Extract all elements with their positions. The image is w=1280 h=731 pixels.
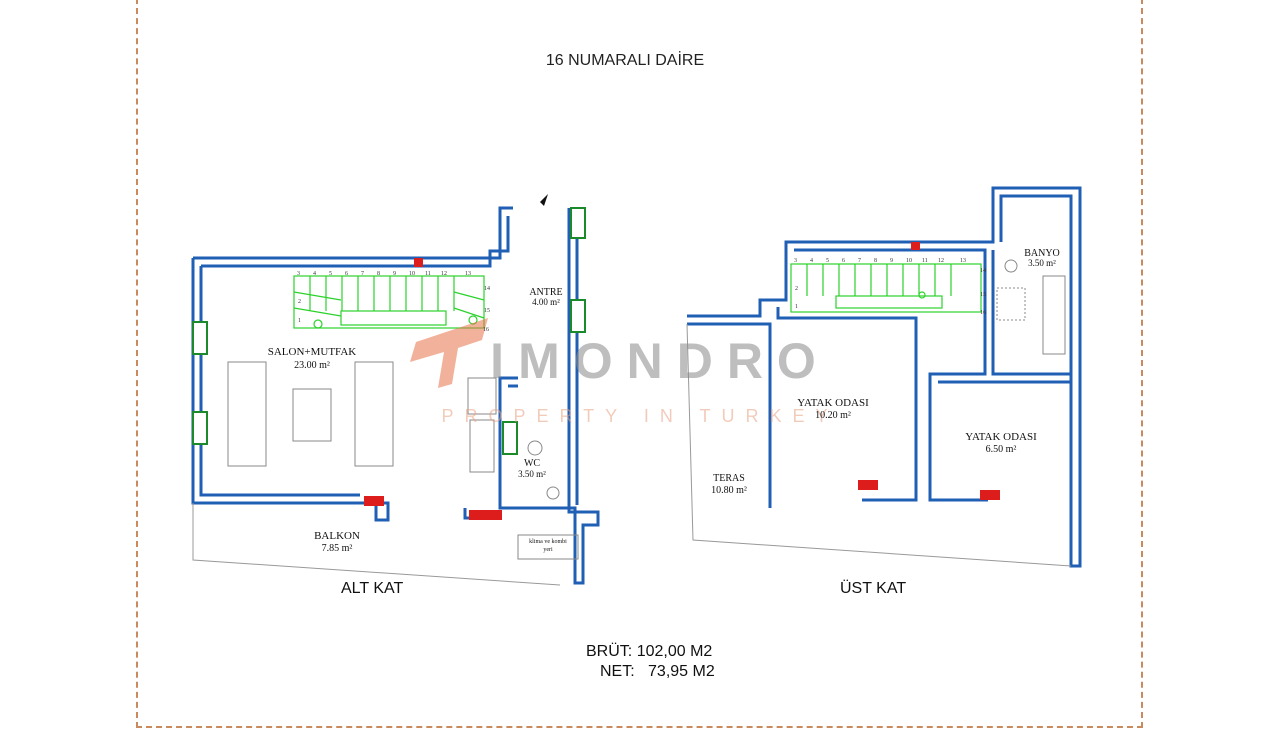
alt-kat-inner-walls <box>199 216 579 520</box>
alt-kat-plan <box>191 206 600 586</box>
svg-text:13: 13 <box>465 271 471 277</box>
svg-text:16: 16 <box>483 327 489 333</box>
alt-kat-vents <box>364 258 502 520</box>
svg-text:10: 10 <box>409 271 415 277</box>
svg-text:3: 3 <box>794 258 797 264</box>
watermark-logo-icon <box>410 318 488 388</box>
window <box>192 321 208 355</box>
svg-text:6: 6 <box>842 258 845 264</box>
svg-text:11: 11 <box>425 271 431 277</box>
room-area-yatak-odasi-2: 6.50 m² <box>986 444 1017 455</box>
svg-text:2: 2 <box>298 299 301 305</box>
alt-kat-stairs <box>293 275 485 329</box>
svg-text:2: 2 <box>795 286 798 292</box>
alt-kat-furniture <box>227 361 579 560</box>
svg-text:9: 9 <box>393 271 396 277</box>
watermark-tagline: PROPERTY IN TURKEY <box>441 406 838 426</box>
svg-text:13: 13 <box>960 258 966 264</box>
svg-text:15: 15 <box>484 308 490 314</box>
room-area-balkon: 7.85 m² <box>322 543 353 554</box>
svg-text:6: 6 <box>345 271 348 277</box>
alt-kat-walls <box>191 206 600 585</box>
svg-text:5: 5 <box>826 258 829 264</box>
room-name-wc: WC <box>524 458 540 469</box>
svg-text:3: 3 <box>297 271 300 277</box>
area-summary: BRÜT: 102,00 M2 NET: 73,95 M2 <box>586 642 715 682</box>
svg-text:1: 1 <box>795 304 798 310</box>
page-title: 16 NUMARALI DAİRE <box>545 52 705 69</box>
floor-label-ust-kat: ÜST KAT <box>840 580 907 597</box>
room-area-yatak-odasi-1: 10.20 m² <box>815 410 851 421</box>
drawing-frame <box>136 0 1143 728</box>
watermark: IMONDRO PROPERTY IN TURKEY <box>410 318 838 426</box>
net-value: 73,95 M2 <box>648 663 715 680</box>
brut-label: BRÜT: <box>586 643 633 660</box>
room-name-antre: ANTRE <box>529 287 562 298</box>
svg-text:11: 11 <box>922 258 928 264</box>
alt-kat-stair-numbers: 1 2 3 4 5 6 7 8 9 10 11 12 13 14 15 16 <box>297 271 490 333</box>
ust-kat-walls <box>687 186 1082 568</box>
ust-kat-stair-numbers: 1 2 3 4 5 6 7 8 9 10 11 12 13 14 15 16 <box>794 258 986 316</box>
room-name-banyo: BANYO <box>1024 248 1060 259</box>
room-name-yatak-odasi-1: YATAK ODASI <box>797 397 869 409</box>
ust-kat-vents <box>858 242 1000 500</box>
room-name-balkon: BALKON <box>314 530 360 542</box>
window <box>192 411 208 445</box>
brut-value: 102,00 M2 <box>636 643 713 660</box>
room-area-banyo: 3.50 m² <box>1028 258 1056 268</box>
svg-text:14: 14 <box>980 268 986 274</box>
window <box>502 421 518 455</box>
svg-text:14: 14 <box>484 286 490 292</box>
window <box>570 207 586 239</box>
svg-text:8: 8 <box>377 271 380 277</box>
svg-text:12: 12 <box>938 258 944 264</box>
ust-kat-stairs <box>790 263 982 313</box>
balkon-outline <box>192 503 561 586</box>
svg-text:10: 10 <box>906 258 912 264</box>
ust-kat-fixtures <box>996 259 1066 355</box>
svg-text:4: 4 <box>313 271 316 277</box>
svg-text:15: 15 <box>980 292 986 298</box>
floor-label-alt-kat: ALT KAT <box>341 580 404 597</box>
north-arrow-icon <box>540 194 548 206</box>
ust-kat-plan <box>686 186 1082 568</box>
svg-text:16: 16 <box>980 310 986 316</box>
room-area-teras: 10.80 m² <box>711 485 747 496</box>
window <box>570 299 586 333</box>
room-area-antre: 4.00 m² <box>532 297 560 307</box>
svg-text:8: 8 <box>874 258 877 264</box>
room-area-wc: 3.50 m² <box>518 469 546 479</box>
klima-note-line2: yeri <box>543 547 553 553</box>
room-name-yatak-odasi-2: YATAK ODASI <box>965 431 1037 443</box>
room-area-salon-mutfak: 23.00 m² <box>294 360 330 371</box>
klima-note-line1: klima ve kombi <box>529 539 567 545</box>
svg-text:12: 12 <box>441 271 447 277</box>
svg-text:5: 5 <box>329 271 332 277</box>
svg-text:4: 4 <box>810 258 813 264</box>
watermark-brand: IMONDRO <box>490 333 830 389</box>
room-name-salon-mutfak: SALON+MUTFAK <box>268 346 357 358</box>
room-name-teras: TERAS <box>713 473 745 484</box>
net-label: NET: <box>600 663 635 680</box>
svg-text:9: 9 <box>890 258 893 264</box>
svg-text:7: 7 <box>361 271 364 277</box>
teras-outline <box>686 323 1072 567</box>
svg-text:1: 1 <box>298 318 301 324</box>
svg-text:7: 7 <box>858 258 861 264</box>
